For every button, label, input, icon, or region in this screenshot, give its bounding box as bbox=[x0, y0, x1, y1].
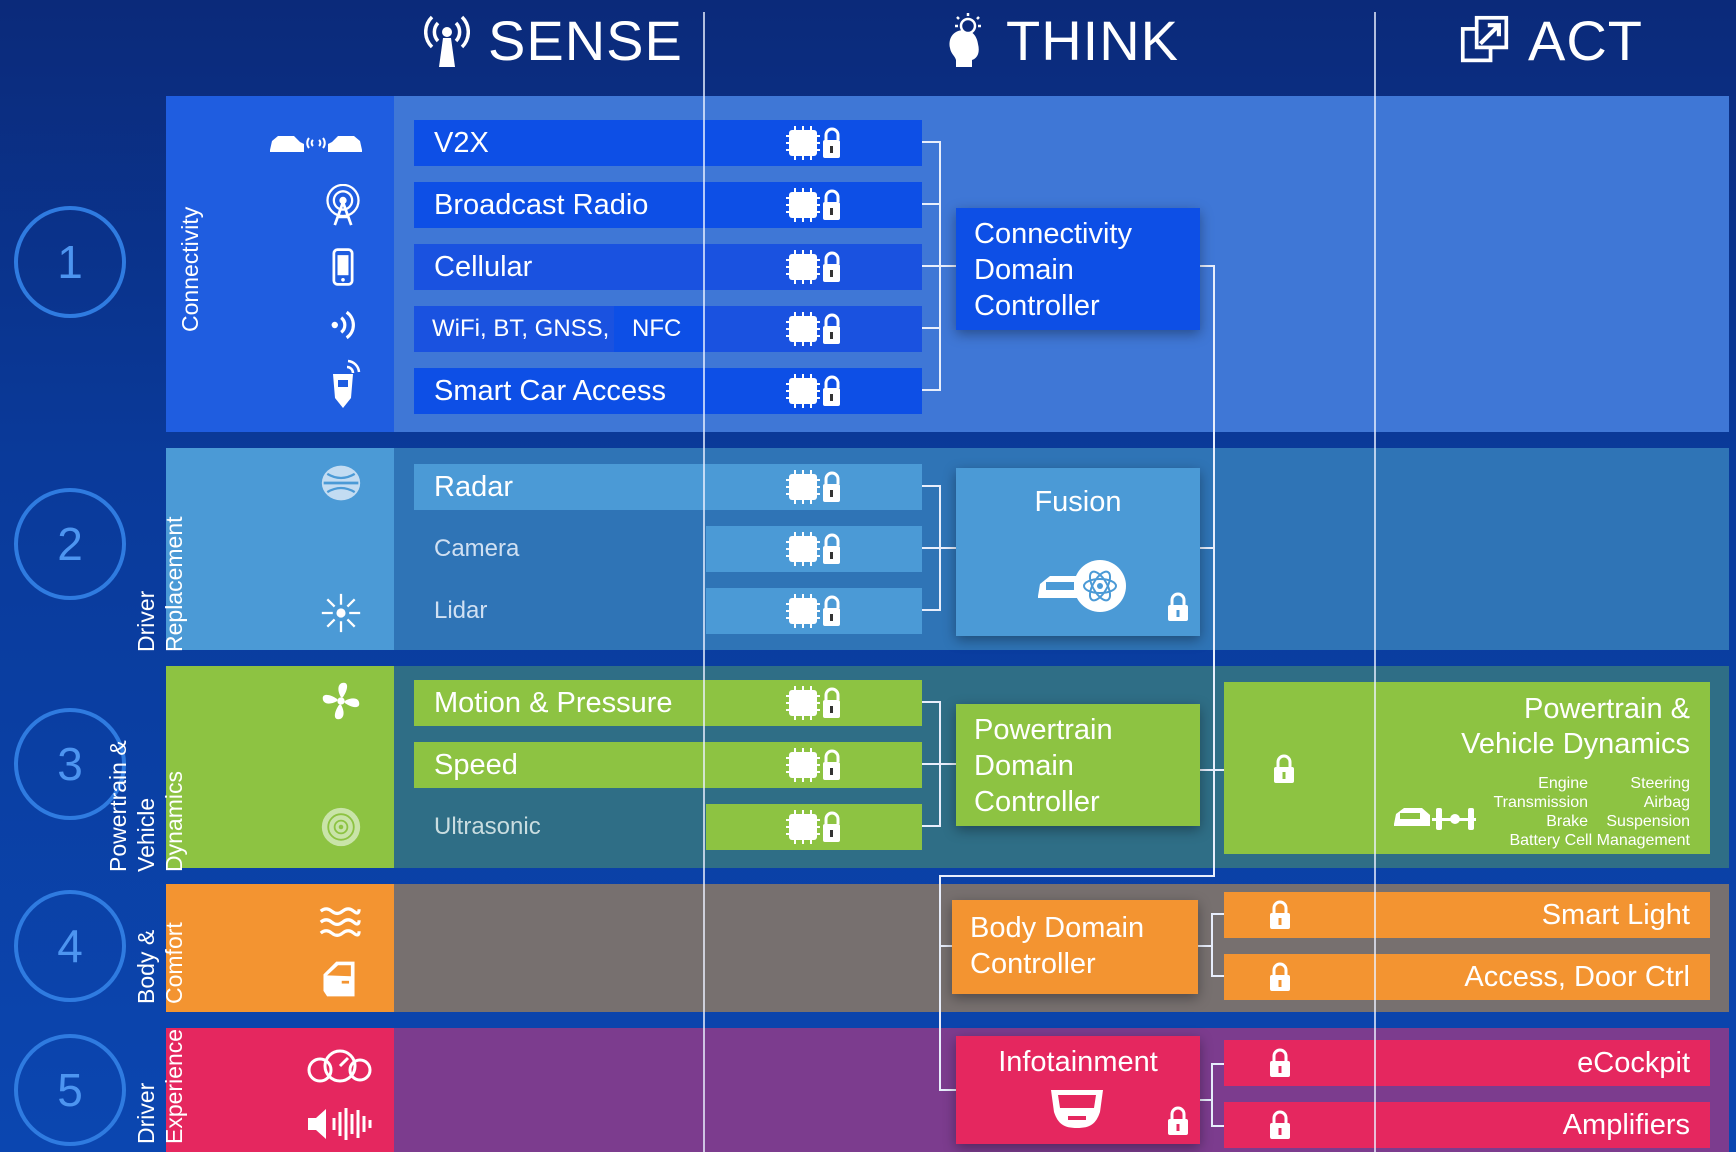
infotainment-controller: Infotainment bbox=[956, 1036, 1200, 1144]
car-axle-icon bbox=[1394, 808, 1476, 830]
actuator-ecockpit: eCockpit bbox=[1224, 1040, 1710, 1086]
brain-bulb-icon bbox=[949, 13, 981, 67]
row-number-4: 4 bbox=[14, 890, 126, 1002]
chip-icon bbox=[786, 532, 840, 566]
powertrain-actuator-details-bottom: Battery Cell Management bbox=[1509, 832, 1690, 849]
phone-icon bbox=[332, 248, 354, 286]
chip-icon bbox=[786, 188, 840, 222]
chip-icon bbox=[786, 748, 840, 782]
sensor-lidar: Lidar bbox=[434, 597, 488, 624]
row-number-5: 5 bbox=[14, 1034, 126, 1146]
think-title: THINK bbox=[1006, 8, 1179, 72]
chip-icon bbox=[786, 470, 840, 504]
lidar-icon bbox=[321, 593, 361, 633]
sense-think-divider bbox=[703, 12, 705, 1152]
wireless-icon bbox=[331, 310, 355, 340]
chip-icon bbox=[786, 594, 840, 628]
actuator-amplifiers: Amplifiers bbox=[1224, 1102, 1710, 1148]
chip-icon bbox=[786, 312, 840, 346]
sensor-v2x: V2X bbox=[414, 120, 922, 166]
body-panel: Body &Comfort bbox=[133, 884, 394, 1012]
chip-icon bbox=[786, 250, 840, 284]
fan-icon bbox=[322, 682, 360, 720]
lock-icon bbox=[1270, 1110, 1290, 1139]
chip-icon bbox=[786, 374, 840, 408]
sensor-ultrasonic: Ultrasonic bbox=[434, 813, 541, 840]
speaker-icon bbox=[308, 1108, 372, 1140]
sensor-cellular: Cellular bbox=[414, 244, 922, 290]
sensor-motion-pressure: Motion & Pressure bbox=[414, 680, 922, 726]
ultrasonic-icon bbox=[321, 807, 361, 847]
row-number-3: 3 bbox=[14, 708, 126, 820]
actuator-access-door-ctrl: Access, Door Ctrl bbox=[1224, 954, 1710, 1000]
chip-icon bbox=[786, 686, 840, 720]
lock-icon bbox=[1270, 900, 1290, 929]
sensor-smart-car-access: Smart Car Access bbox=[414, 368, 922, 414]
sensor-nfc: NFC bbox=[614, 306, 704, 352]
powertrain-actuator-title: Powertrain &Vehicle Dynamics bbox=[1461, 693, 1690, 760]
sensor-camera: Camera bbox=[434, 535, 520, 562]
actuator-smart-light: Smart Light bbox=[1224, 892, 1710, 938]
lock-icon bbox=[1270, 962, 1290, 991]
row-number-2: 2 bbox=[14, 488, 126, 600]
antenna-icon bbox=[424, 15, 470, 67]
radar-icon bbox=[321, 465, 361, 501]
fusion-controller: Fusion bbox=[956, 468, 1200, 636]
think-act-divider bbox=[1374, 12, 1376, 1152]
chip-icon bbox=[786, 810, 840, 844]
key-fob-icon bbox=[333, 359, 361, 408]
heat-waves-icon bbox=[319, 907, 361, 937]
car-atom-icon bbox=[1038, 560, 1126, 612]
gauges-icon bbox=[307, 1049, 372, 1083]
sensor-wifi-bt-gnss: WiFi, BT, GNSS, NFC bbox=[414, 306, 922, 352]
sensor-speed: Speed bbox=[414, 742, 922, 788]
act-title: ACT bbox=[1528, 8, 1643, 72]
export-icon bbox=[1460, 15, 1509, 63]
v2x-cars-icon bbox=[270, 136, 362, 152]
row-number-1: 1 bbox=[14, 206, 126, 318]
sensor-radar: Radar bbox=[414, 464, 922, 510]
chip-icon bbox=[786, 126, 840, 160]
lock-icon bbox=[1270, 1048, 1290, 1077]
connectivity-panel: Connectivity bbox=[166, 96, 394, 432]
display-icon bbox=[1051, 1090, 1103, 1128]
car-door-icon bbox=[323, 961, 355, 997]
sensor-broadcast-radio: Broadcast Radio bbox=[414, 182, 922, 228]
lock-icon bbox=[1168, 1106, 1188, 1135]
act-header: ACT bbox=[1460, 6, 1643, 74]
sense-title: SENSE bbox=[488, 8, 683, 72]
lock-icon bbox=[1168, 592, 1188, 621]
think-header: THINK bbox=[942, 6, 1179, 74]
broadcast-tower-icon bbox=[326, 184, 360, 226]
sense-header: SENSE bbox=[424, 6, 683, 74]
lock-icon bbox=[1274, 754, 1294, 783]
